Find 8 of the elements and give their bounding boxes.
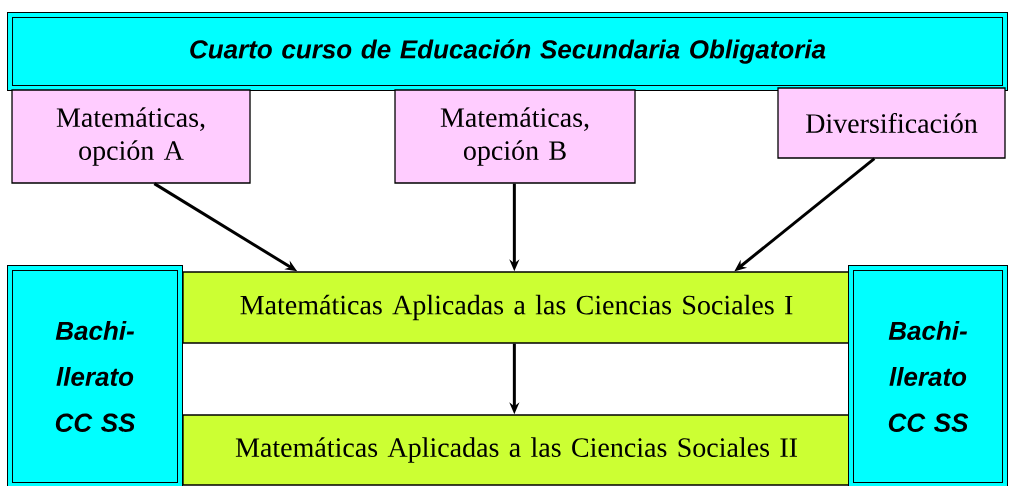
option-box: Diversificación: [777, 87, 1006, 159]
option-box: Matemáticas, opción B: [394, 89, 636, 184]
side-box: Bachi- llerato CC SS: [848, 265, 1008, 486]
title-banner: Cuarto curso de Educación Secundaria Obligatoria: [7, 12, 1008, 91]
course-box: Matemáticas Aplicadas a las Ciencias Sociales II: [182, 414, 851, 486]
option-box: Matemáticas, opción A: [11, 89, 251, 184]
course-box: Matemáticas Aplicadas a las Ciencias Sociales I: [182, 271, 851, 344]
side-box: Bachi- llerato CC SS: [7, 265, 183, 486]
